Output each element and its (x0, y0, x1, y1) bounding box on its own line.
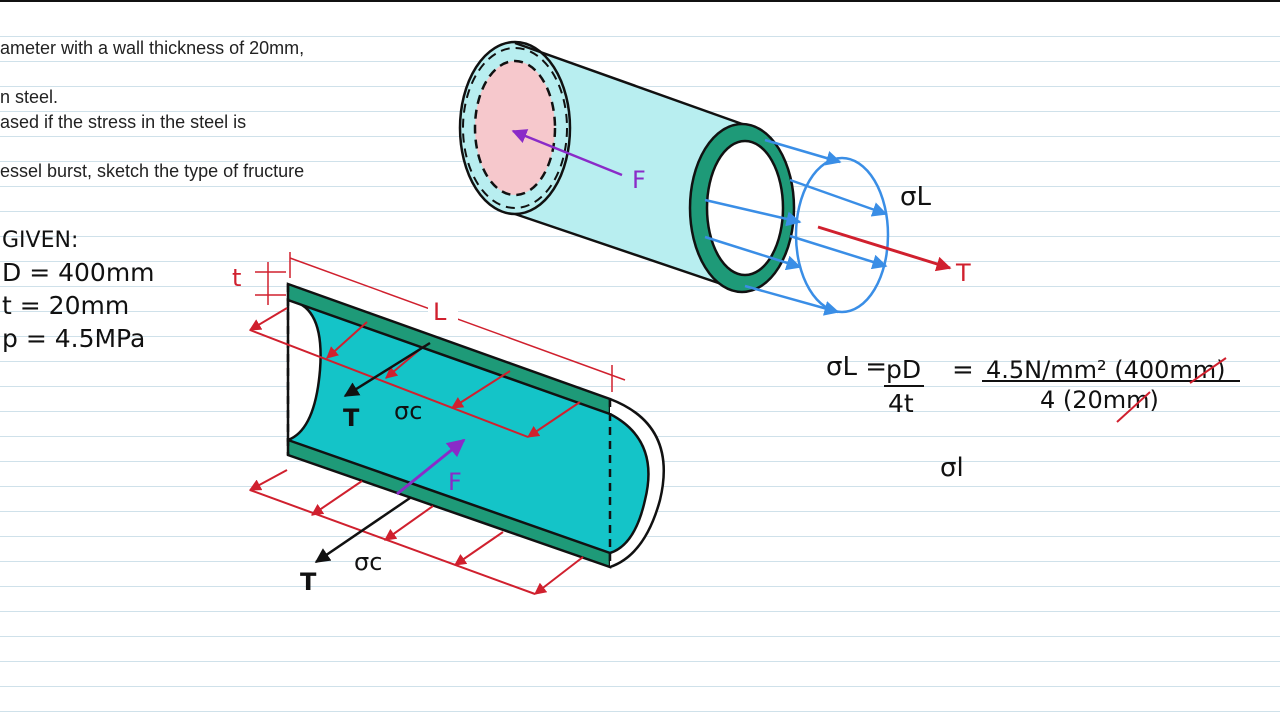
stress-section-ellipse (794, 156, 890, 314)
force-label-bottom: F (448, 468, 462, 496)
force-label: F (632, 166, 646, 194)
stress-arrow-2 (789, 178, 888, 217)
tension-label-bottom: T (300, 568, 317, 596)
tension-label-top: T (343, 404, 360, 432)
given-thickness-symbol: t (2, 291, 12, 320)
sigma-c-label-top: σc (394, 397, 422, 425)
stress-arrow-6 (744, 284, 840, 316)
problem-line-1: ameter with a wall thickness of 20mm, (0, 38, 305, 58)
circ-arrow-bottom-2 (311, 480, 363, 516)
circ-arrow-top-5 (527, 401, 581, 438)
given-pressure: p = 4.5MPa (2, 324, 145, 353)
top-border (0, 0, 1280, 2)
circ-arrow-bottom-3 (384, 505, 434, 541)
given-diameter-value: = 400mm (29, 258, 155, 287)
problem-line-2: n steel. (0, 87, 59, 107)
equation-partial-sigma: σl (940, 453, 964, 483)
given-diameter-symbol: D (2, 258, 22, 287)
force-arrow (511, 129, 623, 177)
longitudinal-stress-equation: σL = pD 4t = 4.5N/mm² (400mm) 4 (20mm) σ… (826, 352, 1240, 483)
circ-arrow-top-2 (326, 321, 368, 359)
problem-line-3: ased if the stress in the steel is (0, 112, 247, 132)
equation-lhs: σL = (826, 352, 887, 382)
length-label-gap (428, 296, 458, 324)
tension-arrow-bottom (314, 496, 411, 564)
given-heading: GIVEN: (2, 228, 79, 253)
cylinder-longitudinal-diagram: F σL T (458, 40, 971, 316)
circ-arrow-bottom-1 (248, 469, 288, 491)
circ-arrow-bottom-5 (534, 556, 584, 595)
stress-baseline-top (249, 329, 529, 438)
given-thickness: t = 20mm (2, 291, 129, 320)
circ-arrow-top-1 (248, 307, 288, 331)
outer-wall-dashed (462, 47, 568, 209)
equation-sub-numerator: 4.5N/mm² (400mm) (986, 356, 1226, 384)
thickness-label: t (232, 264, 241, 292)
equation-frac-denominator: 4t (888, 389, 914, 418)
equation-equals: = (952, 355, 974, 385)
cancel-mark-top (1189, 357, 1227, 384)
equation-sub-denominator: 4 (20mm) (1040, 386, 1159, 414)
cylinder-bottom-edge (514, 212, 746, 294)
sigma-c-label-bottom: σc (354, 548, 382, 576)
stress-arrow-4 (789, 234, 888, 270)
cancel-mark-bottom (1116, 391, 1151, 423)
stress-arrow-5 (704, 235, 802, 271)
length-label: L (433, 298, 447, 326)
circ-arrow-bottom-4 (454, 531, 504, 566)
problem-line-4: essel burst, sketch the type of fructure (0, 161, 305, 181)
given-pressure-value: = 4.5MPa (25, 324, 146, 353)
tension-label: T (955, 259, 971, 287)
given-diameter: D = 400mm (2, 258, 155, 287)
half-cylinder-body (288, 284, 610, 565)
tension-arrow (817, 225, 952, 272)
inner-front-curve (609, 412, 650, 555)
equation-frac-numerator: pD (886, 355, 921, 384)
tension-arrow-top (343, 341, 431, 398)
given-thickness-value: = 20mm (19, 291, 130, 320)
sigma-l-label: σL (900, 182, 931, 212)
stress-arrow-3 (704, 198, 802, 227)
given-pressure-symbol: p (2, 324, 18, 353)
force-arrow-bottom (396, 438, 466, 496)
half-cylinder-circumferential-diagram: L t T σc F T σc (232, 252, 665, 596)
inner-wall-dashed (473, 59, 557, 197)
pressure-face (475, 61, 555, 195)
half-cylinder-back-cut (286, 298, 322, 442)
stress-arrow-1 (764, 138, 842, 166)
stress-baseline-bottom (249, 489, 536, 595)
circ-arrow-top-4 (450, 370, 511, 409)
cylinder-top-edge (514, 41, 746, 127)
